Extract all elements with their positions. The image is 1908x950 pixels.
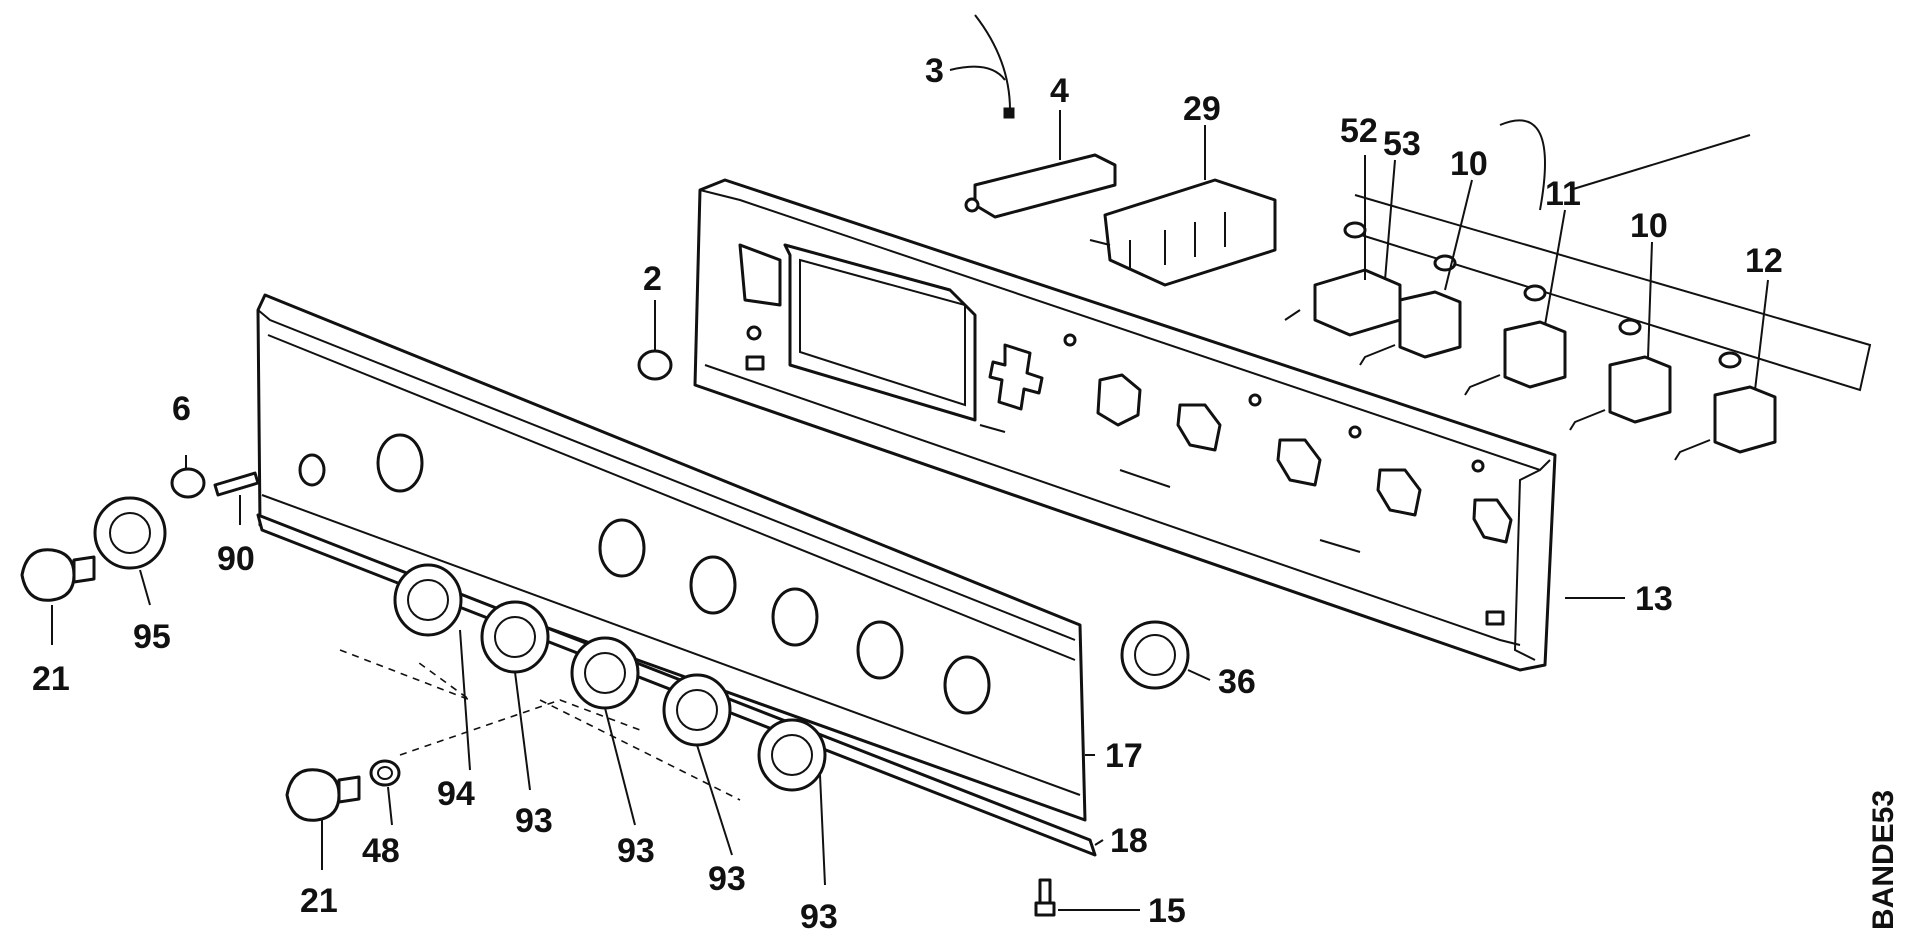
callout-21-upper: 21 [32,660,70,698]
gas-taps [1284,119,1872,461]
rear-control-panel [693,178,1557,672]
callout-15: 15 [1148,892,1186,930]
callout-95: 95 [133,618,171,656]
front-fascia-panel [256,293,1087,822]
callout-21-lower: 21 [300,882,338,920]
callout-94: 94 [437,775,475,813]
fixing-screw [1034,878,1056,917]
leader-lines [51,65,1769,911]
callout-93-third: 93 [708,860,746,898]
knob-bezels [93,496,1190,792]
indicator-lens [637,349,673,381]
callout-4: 4 [1050,72,1069,110]
callout-93-fourth: 93 [800,898,838,936]
callout-3: 3 [925,52,944,90]
igniter-unit [964,153,1117,219]
callout-18: 18 [1110,822,1148,860]
callout-2: 2 [643,260,662,298]
callout-12: 12 [1745,242,1783,280]
callout-17: 17 [1105,737,1143,775]
callout-48: 48 [362,832,400,870]
alignment-lines [339,649,741,801]
reference-code: BANDE53 [1867,790,1900,930]
callout-90: 90 [217,540,255,578]
callout-93-first: 93 [515,802,553,840]
callout-10-first: 10 [1450,145,1488,183]
callout-13: 13 [1635,580,1673,618]
control-knobs [20,548,401,822]
callout-10-second: 10 [1630,207,1668,245]
callout-29: 29 [1183,90,1221,128]
callout-11: 11 [1545,175,1581,213]
selector-switch [1089,178,1277,287]
callout-93-second: 93 [617,832,655,870]
callout-labels: 3 4 29 52 53 10 11 10 12 2 6 90 95 21 13… [32,52,1900,936]
spindle-parts [170,467,260,499]
cable [974,14,1015,119]
callout-6: 6 [172,390,191,428]
callout-36: 36 [1218,663,1256,701]
callout-52: 52 [1340,112,1378,150]
callout-53: 53 [1383,125,1421,163]
